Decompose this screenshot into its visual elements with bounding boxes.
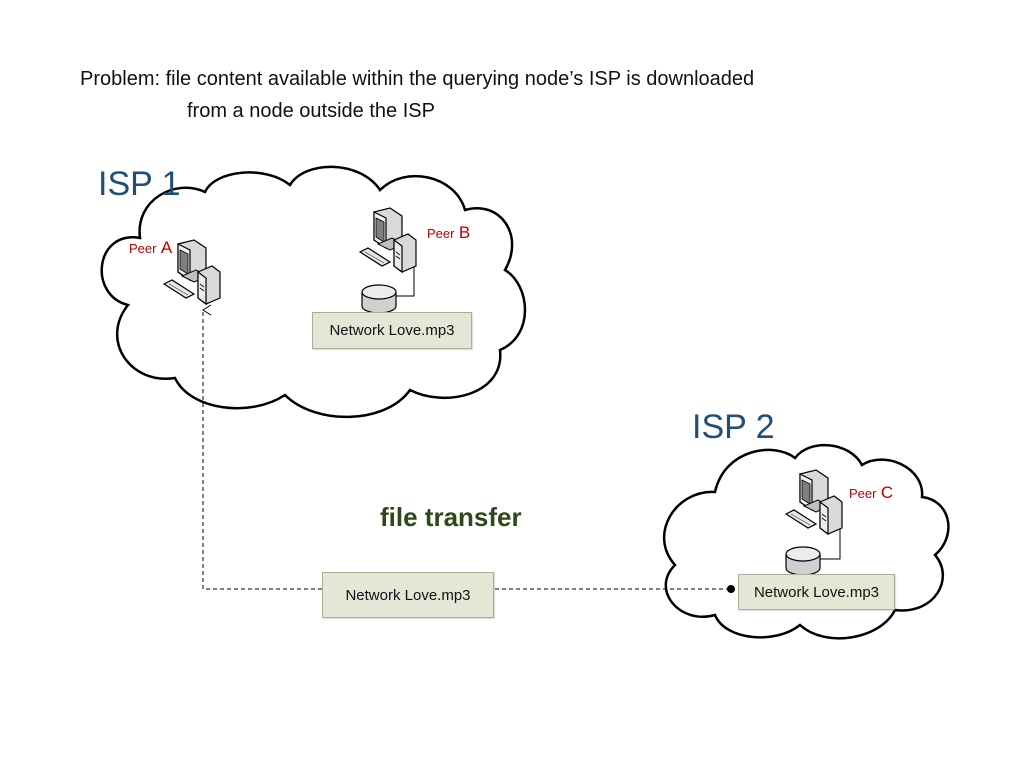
peer-c-file-box: Network Love.mp3 bbox=[738, 574, 895, 610]
peer-b-disk-link bbox=[396, 258, 415, 297]
transfer-file-box: Network Love.mp3 bbox=[322, 572, 494, 618]
transfer-dashed-line-left bbox=[202, 304, 322, 590]
file-transfer-label: file transfer bbox=[380, 502, 522, 532]
title-line-2: from a node outside the ISP bbox=[187, 100, 435, 122]
peer-a-label: Peer A bbox=[129, 238, 172, 258]
isp1-cloud bbox=[100, 165, 527, 419]
transfer-source-dot bbox=[727, 585, 735, 593]
peer-c-letter: C bbox=[880, 483, 894, 502]
peer-b-letter: B bbox=[458, 223, 471, 242]
peer-b-file-box: Network Love.mp3 bbox=[312, 312, 472, 349]
isp1-label: ISP 1 bbox=[98, 165, 181, 203]
peer-b-disk-icon bbox=[361, 284, 397, 314]
peer-c-disk-icon bbox=[785, 546, 821, 576]
peer-a-letter: A bbox=[160, 238, 173, 257]
peer-b-label: Peer B bbox=[427, 223, 470, 243]
title-line-1: Problem: file content available within t… bbox=[80, 68, 755, 90]
peer-b-word: Peer bbox=[427, 226, 455, 241]
peer-c-word: Peer bbox=[849, 486, 877, 501]
peer-c-disk-link bbox=[820, 519, 841, 560]
peer-c-label: Peer C bbox=[849, 483, 893, 503]
isp2-label: ISP 2 bbox=[692, 408, 775, 446]
peer-a-word: Peer bbox=[129, 241, 157, 256]
